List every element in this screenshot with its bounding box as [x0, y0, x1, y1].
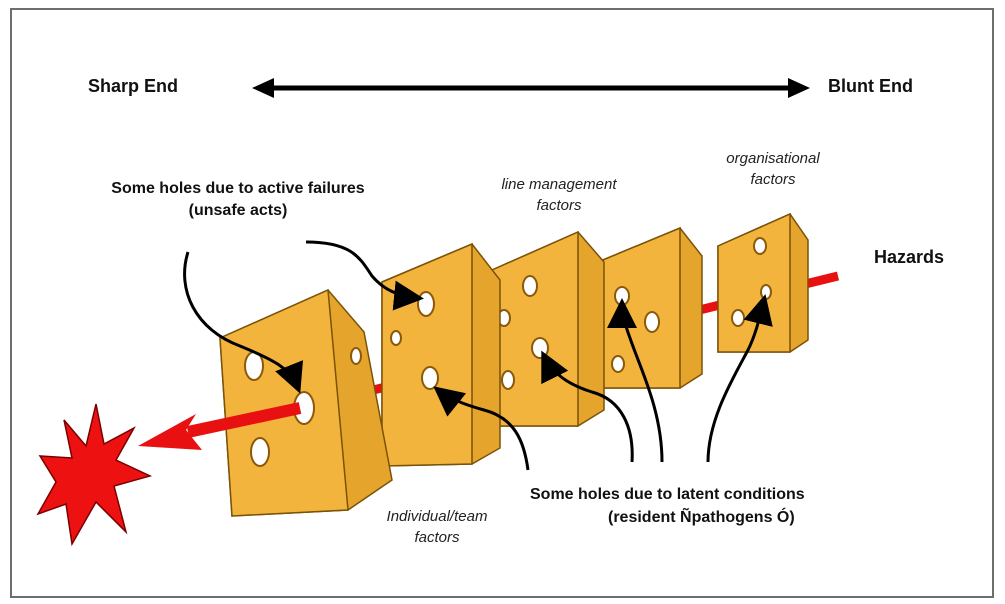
latent-conditions-label: Some holes due to latent conditions (res…	[530, 486, 805, 527]
sharp-blunt-double-arrow	[252, 78, 810, 98]
individual-team-line2: factors	[414, 529, 460, 546]
cheese-slice-line-management	[491, 230, 605, 427]
active-failures-label: Some holes due to active failures (unsaf…	[78, 180, 398, 220]
organisational-line1: organisational	[726, 150, 820, 167]
pointer-arrow-active-2	[305, 240, 424, 311]
individual-team-line1: Individual/team	[386, 508, 488, 525]
pointer-arrow-latent-2	[541, 350, 634, 463]
hazard-trajectory-arrowhead	[138, 402, 302, 450]
line-management-line2: factors	[536, 197, 582, 214]
cheese-slice-2	[381, 242, 501, 467]
line-management-label: line management factors	[476, 176, 642, 214]
organisational-label: organisational factors	[700, 150, 846, 188]
diagram-frame	[10, 8, 994, 598]
pointer-arrow-latent-1	[433, 386, 530, 471]
hazards-label: Hazards	[874, 247, 945, 267]
accident-explosion-icon	[36, 403, 153, 547]
line-management-line1: line management	[501, 176, 617, 193]
individual-team-label: Individual/team factors	[370, 508, 504, 546]
cheese-slice-organisational	[717, 212, 809, 353]
pointer-arrow-active-1	[183, 251, 303, 394]
latent-conditions-line1: Some holes due to latent conditions	[530, 486, 805, 503]
cheese-slice-individual	[219, 288, 393, 517]
active-failures-line1: Some holes due to active failures	[111, 180, 365, 197]
latent-conditions-line2: (resident Ñpathogens Ó)	[608, 509, 795, 526]
sharp-end-label: Sharp End	[88, 76, 179, 96]
pointer-arrow-latent-4	[706, 294, 773, 463]
blunt-end-label: Blunt End	[828, 76, 913, 96]
cheese-slice-4	[597, 226, 703, 389]
active-failures-line2: (unsafe acts)	[188, 202, 288, 219]
organisational-line2: factors	[750, 171, 796, 188]
pointer-arrow-latent-3	[607, 298, 664, 463]
